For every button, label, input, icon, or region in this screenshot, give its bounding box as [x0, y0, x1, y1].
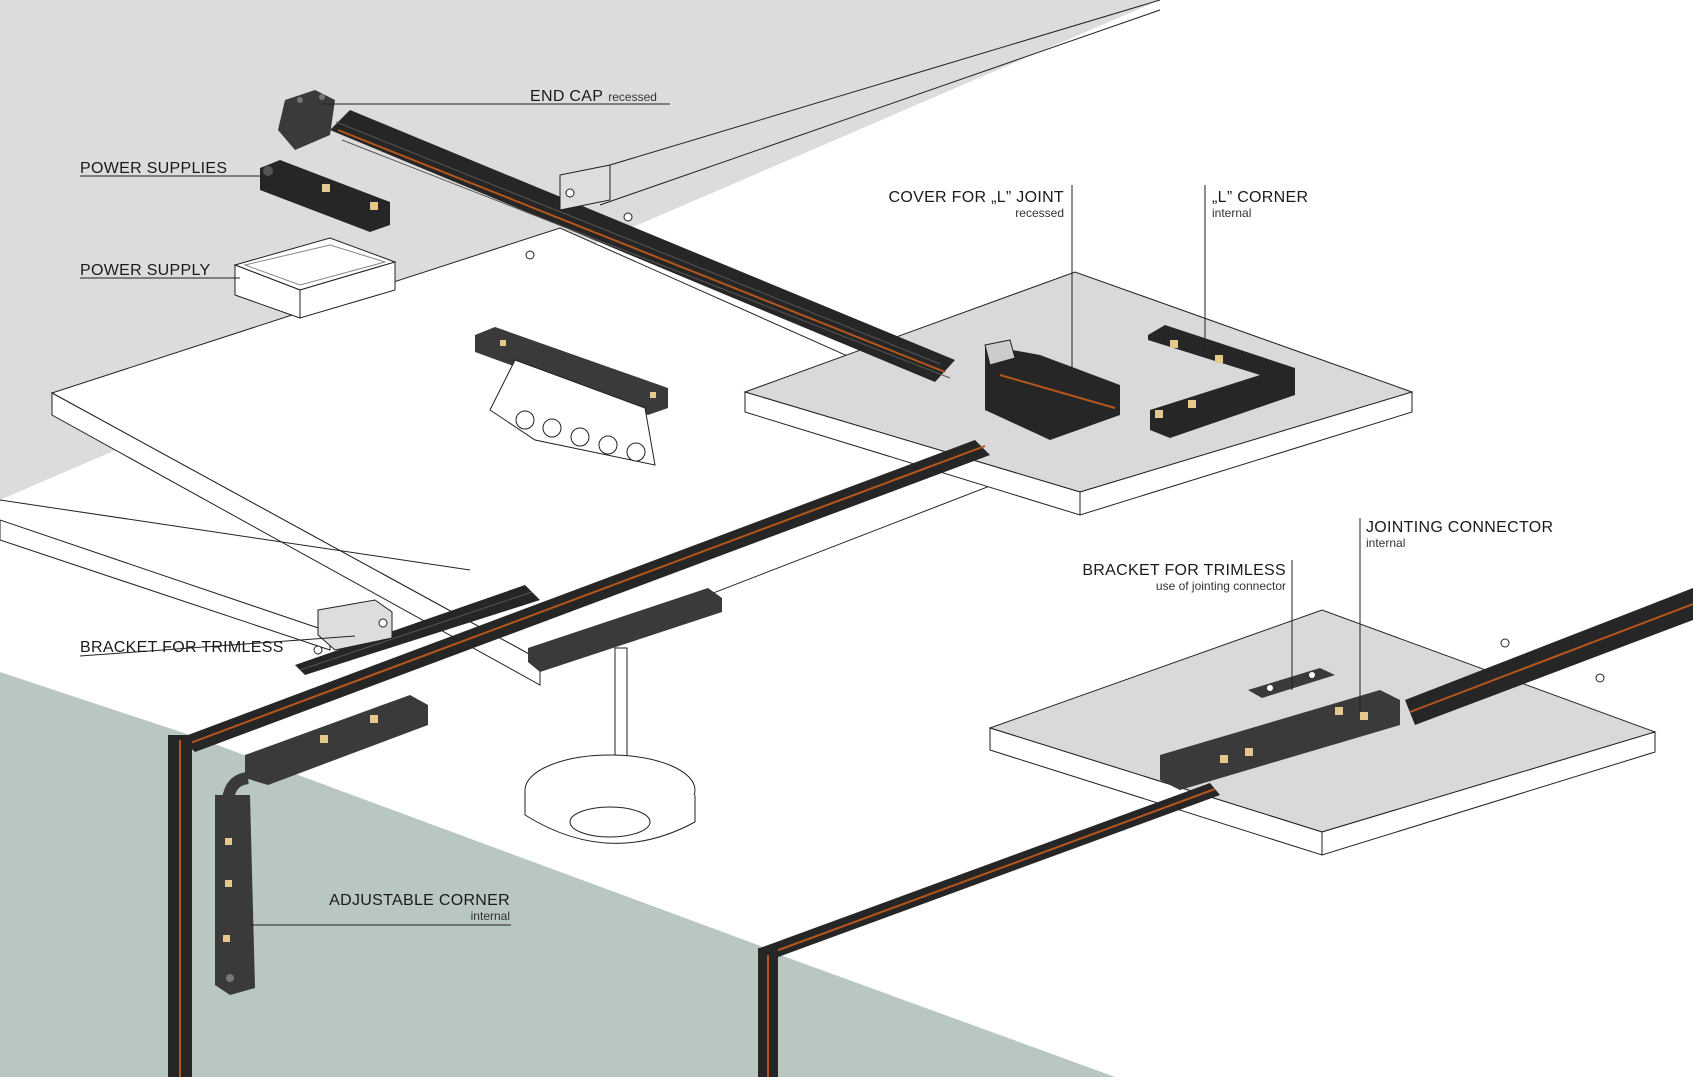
label-l-corner-sub: internal	[1212, 206, 1251, 220]
track-right-diagonal	[758, 783, 1220, 1077]
bracket-top	[559, 164, 611, 211]
track-top-diagonal	[330, 110, 955, 382]
track-left-lower	[295, 585, 540, 675]
led-spot-module-icon	[475, 327, 668, 466]
end-cap	[278, 90, 335, 150]
label-jointing-connector: JOINTING CONNECTOR	[1366, 519, 1553, 536]
power-supplies-unit	[260, 160, 390, 232]
pendant-light-icon	[524, 588, 722, 844]
label-cover-l-joint: COVER FOR „L” JOINT	[889, 189, 1064, 206]
screw-icon	[623, 212, 633, 222]
screw-icon	[525, 250, 535, 260]
label-adjustable-corner: ADJUSTABLE CORNER	[329, 892, 510, 909]
track-vertical-left	[168, 735, 192, 1077]
label-power-supply: POWER SUPPLY	[80, 262, 210, 279]
wall-bottom-right-shade	[780, 955, 1115, 1077]
track-main-diagonal	[180, 440, 990, 752]
screw-icon	[1595, 673, 1605, 683]
l-corner	[1148, 325, 1295, 438]
jointing-connector	[1160, 690, 1400, 790]
wall-left	[0, 672, 190, 1077]
label-bracket-trimless-left: BRACKET FOR TRIMLESS	[80, 639, 284, 656]
leader-bracket-trimless-left	[79, 635, 356, 657]
adjustable-corner	[215, 695, 428, 995]
l-joint-cover	[984, 339, 1120, 440]
track-far-right	[1405, 588, 1693, 725]
label-bracket-trimless-right: BRACKET FOR TRIMLESS	[1082, 562, 1286, 579]
label-bracket-trimless-right-sub: use of jointing connector	[1156, 579, 1286, 593]
screw-icon	[1500, 638, 1510, 648]
label-adjustable-corner-sub: internal	[471, 909, 510, 923]
label-l-corner: „L” CORNER	[1212, 189, 1308, 206]
label-power-supplies: POWER SUPPLIES	[80, 160, 227, 177]
power-supply-box	[233, 237, 397, 319]
screw-icon	[313, 645, 323, 655]
label-cover-l-joint-sub: recessed	[1015, 206, 1064, 220]
label-jointing-connector-sub: internal	[1366, 536, 1405, 550]
